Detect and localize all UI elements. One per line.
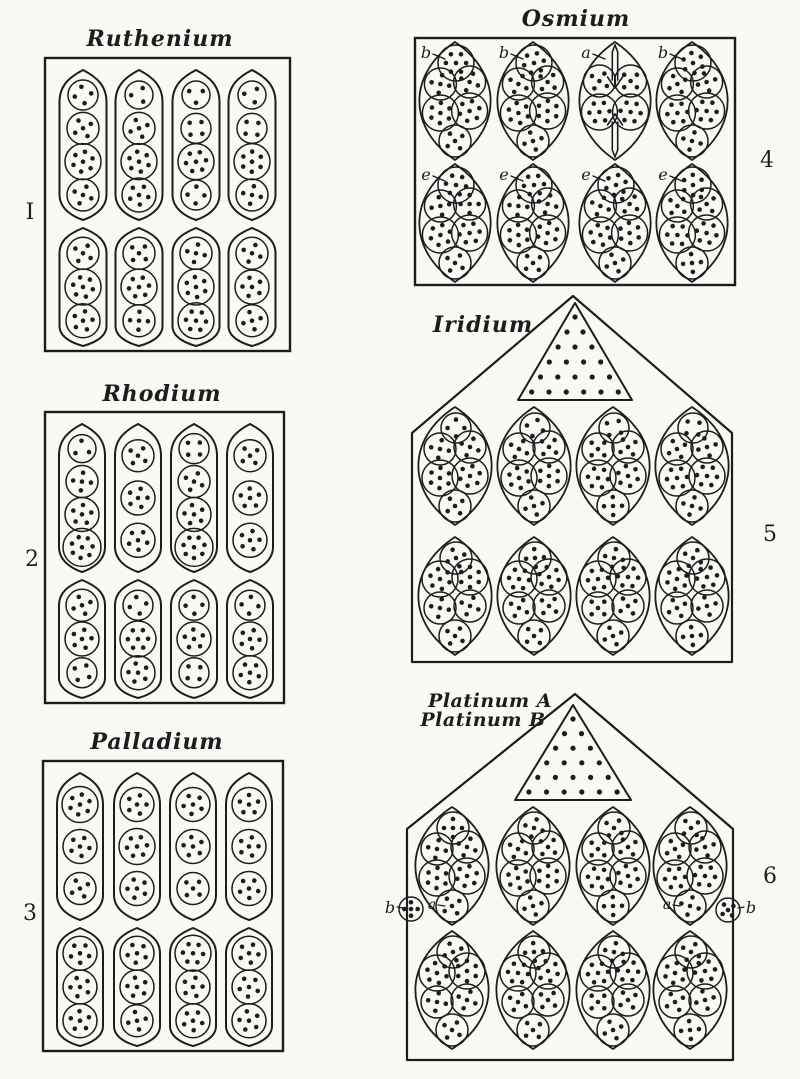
- title-osmium: Osmium: [521, 6, 631, 32]
- panel-ruthenium: [43, 56, 292, 353]
- title-platinum-a: Platinum A: [428, 690, 552, 712]
- panel-osmium: b b a b e e e e: [413, 36, 737, 287]
- svg-text:b: b: [746, 898, 756, 917]
- title-palladium: Palladium: [90, 729, 224, 755]
- svg-text:b: b: [421, 43, 431, 62]
- title-ruthenium: Ruthenium: [86, 26, 234, 52]
- figure-number-4: 4: [760, 148, 774, 173]
- svg-text:e: e: [499, 165, 508, 184]
- figure-number-3: 3: [23, 901, 37, 926]
- svg-text:a: a: [428, 897, 436, 913]
- figure-number-6: 6: [763, 864, 777, 889]
- figure-number-5: 5: [763, 522, 777, 547]
- svg-text:b: b: [385, 898, 395, 917]
- svg-text:b: b: [499, 43, 509, 62]
- panel-rhodium: [43, 410, 286, 705]
- title-platinum-b: Platinum B: [420, 709, 546, 731]
- figure-number-1: I: [25, 200, 35, 225]
- panel-iridium: [410, 294, 734, 664]
- title-rhodium: Rhodium: [102, 381, 222, 407]
- svg-text:a: a: [581, 43, 591, 62]
- title-iridium: Iridium: [432, 312, 534, 338]
- svg-text:e: e: [658, 165, 667, 184]
- svg-text:e: e: [421, 165, 430, 184]
- figure-number-2: 2: [25, 547, 39, 572]
- svg-text:e: e: [581, 165, 590, 184]
- svg-text:b: b: [658, 43, 668, 62]
- panel-palladium: [41, 759, 285, 1053]
- svg-text:a: a: [663, 897, 671, 913]
